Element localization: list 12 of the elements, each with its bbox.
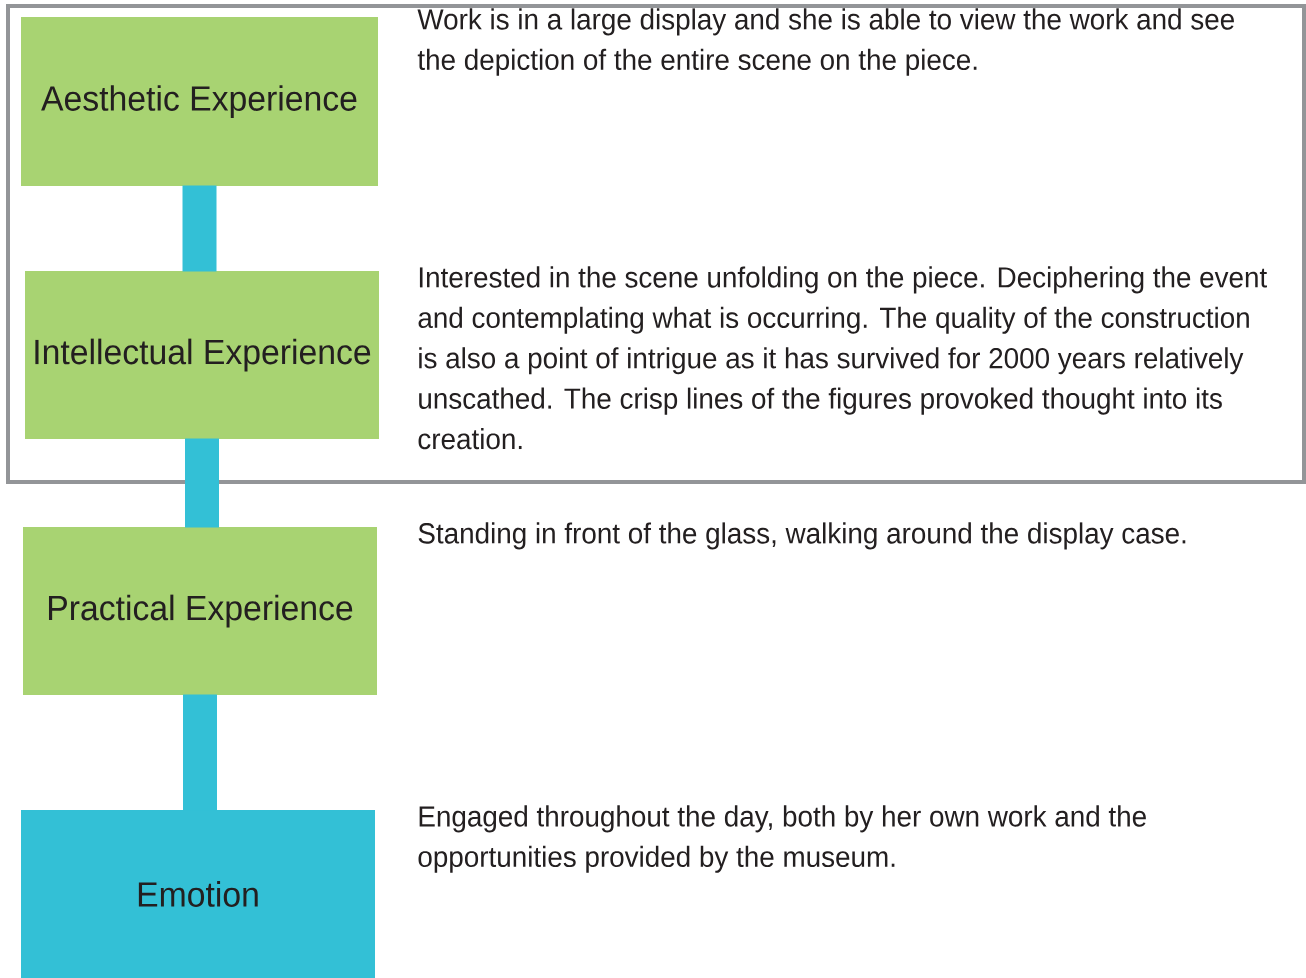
experience-box: Aesthetic Experience	[21, 17, 378, 186]
description-text: Work is in a large display and she is able to view the work and see the depiction of the entire scene on the piece.	[417, 8, 1234, 76]
experience-box: Intellectual Experience	[25, 271, 379, 439]
connector-bar	[185, 438, 219, 528]
description-text: Interested in the scene unfolding on the piece. Deciphering the event and contemplating what is occurring. The quality of the construction is also a point of intrigue as it has survived for 2000 years relatively unscathed. The crisp lines of the figures provoked thought into its creation.	[418, 266, 1267, 450]
experience-box: Practical Experience	[23, 527, 377, 695]
connector-bar	[183, 694, 217, 811]
experience-box: Emotion	[21, 810, 375, 978]
description-text: Standing in front of the glass, walking around the display case.	[418, 522, 1186, 550]
frame	[6, 4, 1306, 484]
connector-bar	[182, 185, 217, 272]
description-text: Engaged throughout the day, both by her own work and the opportunities provided by the museum.	[418, 805, 1146, 873]
